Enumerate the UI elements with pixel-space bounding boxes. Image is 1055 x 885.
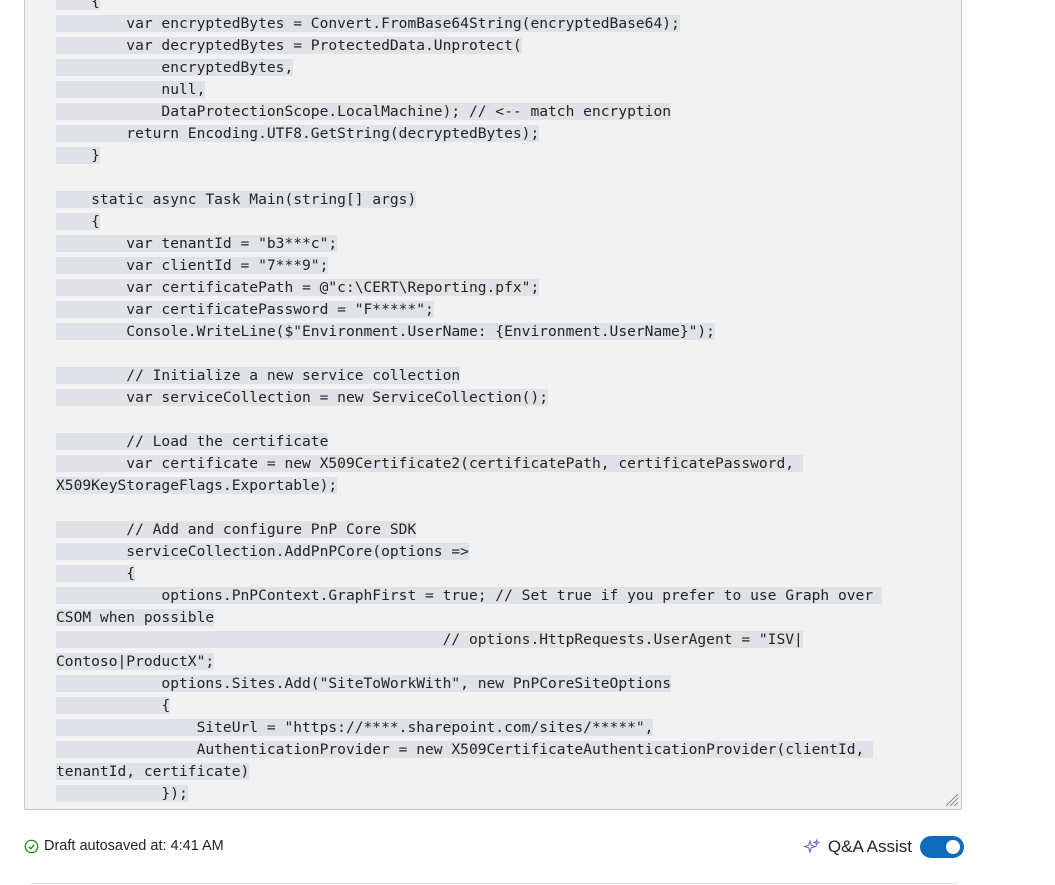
- resize-handle-icon[interactable]: [943, 791, 959, 807]
- qa-assist[interactable]: Q&A Assist: [803, 836, 964, 858]
- code-line: SiteUrl = "https://****.sharepoint.com/s…: [56, 717, 961, 739]
- code-line: serviceCollection.AddPnPCore(options =>: [56, 541, 961, 563]
- code-line: return Encoding.UTF8.GetString(decrypted…: [56, 123, 961, 145]
- check-circle-icon: [24, 839, 39, 853]
- code-line: // Add and configure PnP Core SDK: [56, 519, 961, 541]
- code-line: {: [56, 0, 961, 13]
- code-line-text: {: [56, 0, 100, 10]
- code-line: options.Sites.Add("SiteToWorkWith", new …: [56, 673, 961, 695]
- code-line-text: encryptedBytes,: [56, 59, 294, 76]
- code-line-text: }: [56, 147, 100, 164]
- code-line-text: // Initialize a new service collection: [56, 367, 461, 384]
- code-line-text: var serviceCollection = new ServiceColle…: [56, 389, 549, 406]
- sparkle-icon: [803, 839, 820, 854]
- code-line: // Load the certificate: [56, 431, 961, 453]
- code-line-text: DataProtectionScope.LocalMachine); // <-…: [56, 103, 672, 120]
- code-line: static async Task Main(string[] args): [56, 189, 961, 211]
- toggle-knob: [946, 840, 960, 854]
- code-line: null,: [56, 79, 961, 101]
- code-line: var certificatePath = @"c:\CERT\Reportin…: [56, 277, 961, 299]
- code-line-text: Console.WriteLine($"Environment.UserName…: [56, 323, 715, 340]
- code-line: [56, 497, 961, 519]
- code-line-text: serviceCollection.AddPnPCore(options =>: [56, 543, 469, 560]
- code-line-text: var decryptedBytes = ProtectedData.Unpro…: [56, 37, 522, 54]
- code-line: var certificate = new X509Certificate2(c…: [56, 453, 961, 475]
- code-line-text: Contoso|ProductX";: [56, 653, 215, 670]
- qa-assist-toggle[interactable]: [920, 836, 964, 858]
- code-line-text: {: [56, 213, 100, 230]
- code-line: var clientId = "7***9";: [56, 255, 961, 277]
- code-line-text: {: [56, 697, 171, 714]
- code-line-text: // options.HttpRequests.UserAgent = "ISV…: [56, 631, 803, 648]
- code-line-text: var certificate = new X509Certificate2(c…: [56, 455, 803, 472]
- code-line: }: [56, 145, 961, 167]
- code-line: X509KeyStorageFlags.Exportable);: [56, 475, 961, 497]
- code-line: [56, 343, 961, 365]
- code-line-text: static async Task Main(string[] args): [56, 191, 417, 208]
- qa-assist-label: Q&A Assist: [827, 837, 912, 856]
- code-line: // Initialize a new service collection: [56, 365, 961, 387]
- code-line-text: var clientId = "7***9";: [56, 257, 329, 274]
- code-line-text: var encryptedBytes = Convert.FromBase64S…: [56, 15, 680, 32]
- code-line-text: {: [56, 565, 136, 582]
- code-line-text: var certificatePath = @"c:\CERT\Reportin…: [56, 279, 540, 296]
- code-line: encryptedBytes,: [56, 57, 961, 79]
- code-line: var encryptedBytes = Convert.FromBase64S…: [56, 13, 961, 35]
- code-line: [56, 167, 961, 189]
- code-line: DataProtectionScope.LocalMachine); // <-…: [56, 101, 961, 123]
- code-line-text: tenantId, certificate): [56, 763, 250, 780]
- code-line: {: [56, 563, 961, 585]
- code-line: [56, 409, 961, 431]
- code-editor[interactable]: { var encryptedBytes = Convert.FromBase6…: [24, 0, 962, 810]
- code-line-text: var tenantId = "b3***c";: [56, 235, 338, 252]
- code-line: options.PnPContext.GraphFirst = true; //…: [56, 585, 961, 607]
- code-line: CSOM when possible: [56, 607, 961, 629]
- editor-footer: Draft autosaved at: 4:41 AM Q&A Assist: [24, 836, 964, 862]
- code-line-text: SiteUrl = "https://****.sharepoint.com/s…: [56, 719, 654, 736]
- code-line-text: var certificatePassword = "F*****";: [56, 301, 434, 318]
- code-line-text: options.PnPContext.GraphFirst = true; //…: [56, 587, 882, 604]
- code-line: });: [56, 783, 961, 805]
- code-line: {: [56, 211, 961, 233]
- code-line-text: });: [56, 785, 188, 802]
- code-text[interactable]: { var encryptedBytes = Convert.FromBase6…: [56, 0, 961, 809]
- code-line: var certificatePassword = "F*****";: [56, 299, 961, 321]
- code-line-text: // Add and configure PnP Core SDK: [56, 521, 417, 538]
- code-line: AuthenticationProvider = new X509Certifi…: [56, 739, 961, 761]
- code-line: Contoso|ProductX";: [56, 651, 961, 673]
- code-line-text: options.Sites.Add("SiteToWorkWith", new …: [56, 675, 672, 692]
- divider: [30, 883, 958, 884]
- code-line: {: [56, 695, 961, 717]
- code-line-text: null,: [56, 81, 206, 98]
- autosave-status: Draft autosaved at: 4:41 AM: [24, 838, 224, 854]
- code-line-text: AuthenticationProvider = new X509Certifi…: [56, 741, 874, 758]
- code-line: var tenantId = "b3***c";: [56, 233, 961, 255]
- code-line-text: CSOM when possible: [56, 609, 215, 626]
- code-line-text: return Encoding.UTF8.GetString(decrypted…: [56, 125, 540, 142]
- code-line: tenantId, certificate): [56, 761, 961, 783]
- code-line-text: // Load the certificate: [56, 433, 329, 450]
- code-line: var decryptedBytes = ProtectedData.Unpro…: [56, 35, 961, 57]
- code-line: var serviceCollection = new ServiceColle…: [56, 387, 961, 409]
- code-line: Console.WriteLine($"Environment.UserName…: [56, 321, 961, 343]
- code-line-text: X509KeyStorageFlags.Exportable);: [56, 477, 338, 494]
- code-line: // options.HttpRequests.UserAgent = "ISV…: [56, 629, 961, 651]
- autosave-text: Draft autosaved at: 4:41 AM: [44, 838, 224, 854]
